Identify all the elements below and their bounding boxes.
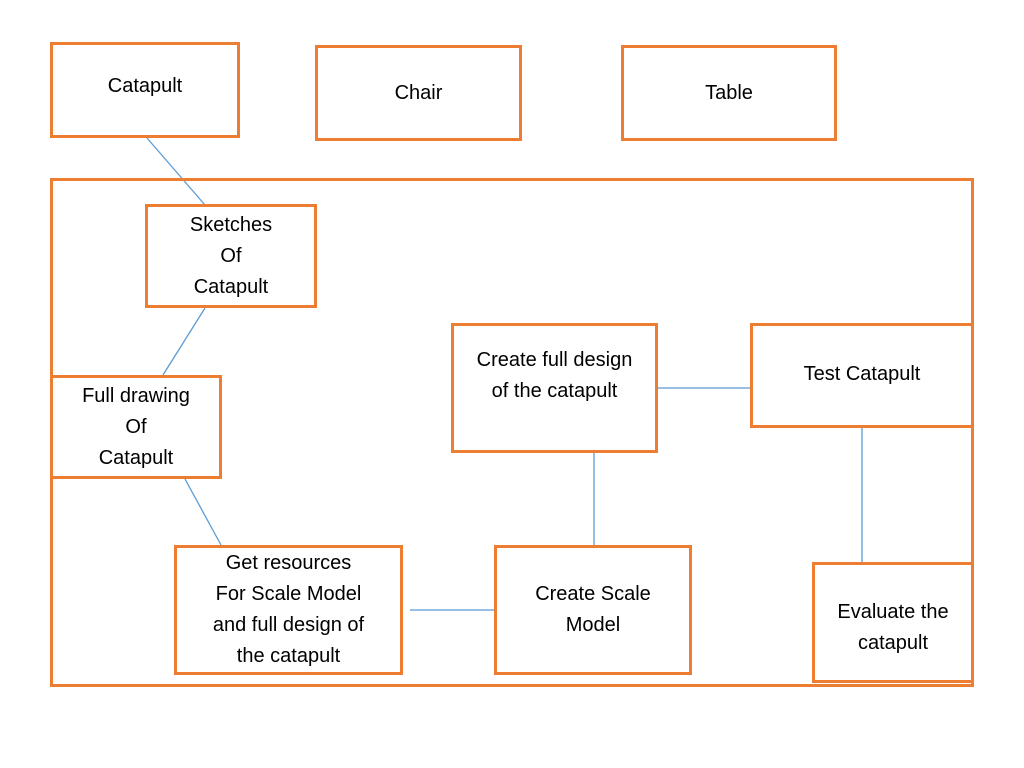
full-drawing-label: Full drawing Of Catapult (82, 384, 190, 469)
create-full-design-label: Create full design of the catapult (476, 349, 633, 402)
get-resources-box: Get resources For Scale Model and full d… (174, 545, 403, 675)
sketches-label: Sketches Of Catapult (189, 213, 273, 298)
test-catapult-box: Test Catapult (750, 323, 974, 428)
evaluate-label: Evaluate the catapult (837, 600, 949, 654)
get-resources-label: Get resources For Scale Model and full d… (212, 552, 365, 667)
connector-sketches-to-full-drawing (162, 307, 206, 376)
sketches-box: Sketches Of Catapult (145, 204, 317, 308)
catapult-box: Catapult (50, 42, 240, 138)
create-scale-model-label: Create Scale Model (535, 583, 651, 636)
connector-full-drawing-to-get-resources (184, 478, 222, 546)
connector-catapult-to-sketches (146, 137, 206, 206)
table-box: Table (621, 45, 837, 141)
test-catapult-label: Test Catapult (803, 363, 921, 385)
evaluate-box: Evaluate the catapult (812, 562, 974, 683)
table-label: Table (705, 81, 753, 104)
catapult-label: Catapult (107, 74, 183, 97)
chair-box: Chair (315, 45, 522, 141)
full-drawing-box: Full drawing Of Catapult (50, 375, 222, 479)
create-scale-model-box: Create Scale Model (494, 545, 692, 675)
chair-label: Chair (394, 81, 443, 104)
create-full-design-box: Create full design of the catapult (451, 323, 658, 453)
